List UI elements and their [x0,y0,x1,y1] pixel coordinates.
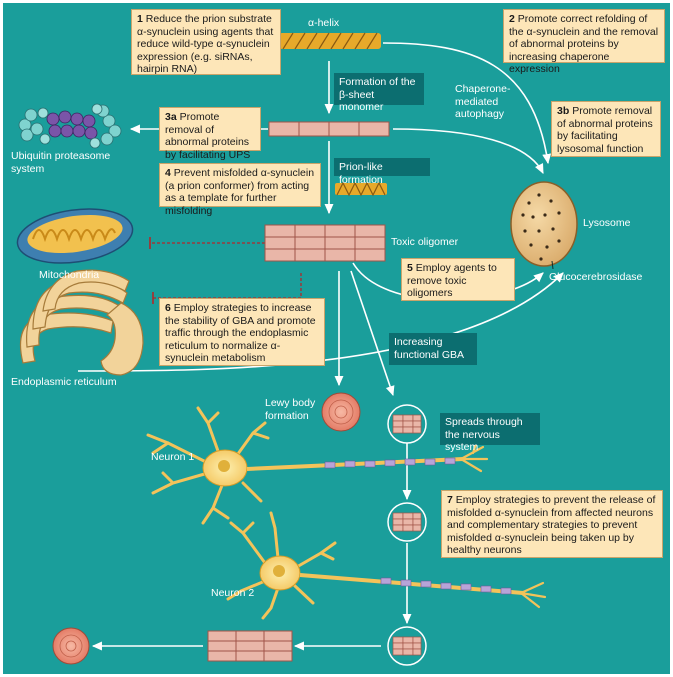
step-7-text: Employ strategies to prevent the release… [447,494,656,556]
step-6-box: 6 Employ strategies to increase the stab… [159,298,325,366]
step-2-text: Promote correct refolding of the α-synuc… [509,13,659,75]
spreads-label: Spreads through the nervous system [440,413,540,453]
arrow-monomer-to-lysosome [392,128,544,175]
step-4-box: 4 Prevent misfolded α-synuclein (a prion… [159,163,321,217]
alpha-helix-label: α-helix [308,17,340,29]
lewy-body-icon [321,392,361,432]
step-6-text: Employ strategies to increase the stabil… [165,302,316,364]
step-3b-number: 3b [557,105,570,117]
step-4-number: 4 [165,167,171,179]
aggregate-circle-2 [387,502,427,542]
step-3a-number: 3a [165,111,177,123]
step-4-text: Prevent misfolded α-synuclein (a prion c… [165,167,315,217]
step-7-box: 7 Employ strategies to prevent the relea… [441,490,663,558]
step-5-text: Employ agents to remove toxic oligomers [407,262,497,299]
step-1-box: 1 Reduce the prion substrate α-synuclein… [131,9,281,75]
er-label: Endoplasmic reticulum [11,376,117,388]
beta-sheet-label: Formation of the β-sheet monomer [334,73,424,113]
arrow-helix-to-lysosome [382,42,552,165]
lewy-body-label: Lewy body formation [265,397,316,422]
step-2-box: 2 Promote correct refolding of the α-syn… [503,9,665,75]
mitochondria-label: Mitochondria [39,269,100,281]
step-1-text: Reduce the prion substrate α-synuclein u… [137,13,274,75]
neuron-1-label: Neuron 1 [151,451,195,463]
step-7-number: 7 [447,494,453,506]
chaperone-label: Chaperone-mediated autophagy [455,83,511,120]
glucocerebrosidase-label: Glucocerebrosidase [549,271,643,283]
mitochondria-icon [16,208,134,264]
diagram-canvas: 1 Reduce the prion substrate α-synuclein… [3,3,670,674]
lewy-body-icon-bottom [52,627,90,665]
step-3a-text: Promote removal of abnormal proteins by … [165,111,251,161]
prion-zigzag-icon [335,181,387,197]
step-3b-box: 3b Promote removal of abnormal proteins … [551,101,661,157]
step-5-box: 5 Employ agents to remove toxic oligomer… [401,258,515,301]
inhibit-er [153,273,302,299]
arrow-to-spread [350,270,395,397]
diagram-artwork [16,32,578,666]
step-3b-text: Promote removal of abnormal proteins by … [557,105,653,155]
er-icon [19,269,144,376]
aggregate-circle-1 [387,404,427,444]
aggregate-circle-3 [387,626,427,666]
neuron-1-icon [146,406,489,525]
step-1-number: 1 [137,13,143,25]
step-3a-box: 3a Promote removal of abnormal proteins … [159,107,261,161]
lysosome-icon [510,181,578,270]
neuron-2-icon [226,511,547,620]
aggregate-block [207,630,293,662]
ups-label: Ubiquitin proteasome system [11,150,111,175]
increasing-gba-label: Increasing functional GBA [389,333,477,365]
step-5-number: 5 [407,262,413,274]
beta-sheet-monomer-icon [268,121,390,137]
lysosome-label: Lysosome [583,217,631,229]
toxic-oligomer-label: Toxic oligomer [391,236,459,248]
proteasome-icon [18,103,122,149]
arrow-er-to-lysosome [77,272,564,372]
toxic-oligomer-icon [264,224,386,262]
step-2-number: 2 [509,13,515,25]
alpha-helix-icon [279,32,381,50]
neuron-2-label: Neuron 2 [211,587,255,599]
prion-like-label: Prion-like formation [334,158,430,186]
step-6-number: 6 [165,302,171,314]
